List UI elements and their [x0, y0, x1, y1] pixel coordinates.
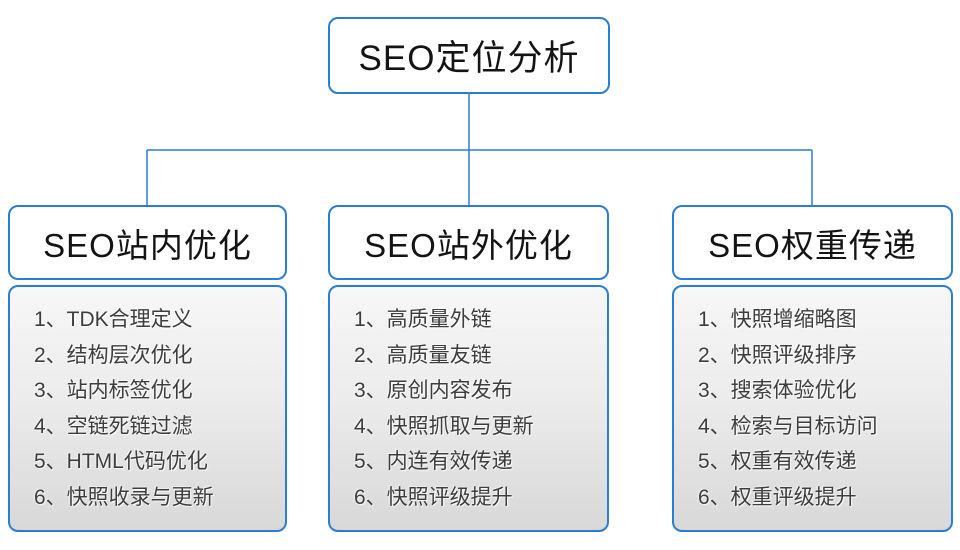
- list-item: 3、原创内容发布: [354, 379, 513, 402]
- branch-header-weight-label: SEO权重传递: [708, 226, 917, 264]
- branch-list-weight: 1、快照增缩略图 2、快照评级排序 3、搜索体验优化 4、检索与目标访问 5、权…: [672, 285, 953, 532]
- branch-header-onsite-label: SEO站内优化: [43, 226, 252, 264]
- branch-header-onsite: SEO站内优化: [8, 205, 287, 280]
- list-item: 1、高质量外链: [354, 308, 492, 331]
- branch-header-offsite-label: SEO站外优化: [364, 226, 573, 264]
- list-item: 3、站内标签优化: [34, 379, 193, 402]
- list-item: 4、快照抓取与更新: [354, 414, 534, 438]
- root-node: SEO定位分析: [328, 17, 610, 94]
- branch-header-offsite: SEO站外优化: [328, 205, 609, 280]
- list-item: 2、高质量友链: [354, 343, 492, 367]
- list-item: 4、检索与目标访问: [698, 414, 878, 438]
- list-item: 6、快照收录与更新: [34, 485, 214, 509]
- list-item: 6、快照评级提升: [354, 485, 513, 509]
- list-item: 3、搜索体验优化: [698, 379, 857, 402]
- list-item: 5、权重有效传递: [698, 450, 857, 473]
- item-list-offsite: 1、高质量外链 2、高质量友链 3、原创内容发布 4、快照抓取与更新 5、内连有…: [330, 287, 540, 515]
- list-item: 2、结构层次优化: [34, 343, 193, 367]
- item-list-onsite: 1、TDK合理定义 2、结构层次优化 3、站内标签优化 4、空链死链过滤 5、H…: [10, 287, 220, 515]
- item-list-weight: 1、快照增缩略图 2、快照评级排序 3、搜索体验优化 4、检索与目标访问 5、权…: [674, 287, 884, 515]
- branch-list-onsite: 1、TDK合理定义 2、结构层次优化 3、站内标签优化 4、空链死链过滤 5、H…: [8, 285, 287, 532]
- list-item: 1、快照增缩略图: [698, 308, 857, 331]
- list-item: 1、TDK合理定义: [34, 308, 193, 331]
- list-item: 6、权重评级提升: [698, 485, 857, 509]
- branch-header-weight: SEO权重传递: [672, 205, 953, 280]
- list-item: 5、HTML代码优化: [34, 450, 208, 473]
- root-node-label: SEO定位分析: [358, 39, 580, 78]
- list-item: 2、快照评级排序: [698, 343, 857, 367]
- list-item: 5、内连有效传递: [354, 450, 513, 473]
- list-item: 4、空链死链过滤: [34, 414, 193, 438]
- branch-list-offsite: 1、高质量外链 2、高质量友链 3、原创内容发布 4、快照抓取与更新 5、内连有…: [328, 285, 609, 532]
